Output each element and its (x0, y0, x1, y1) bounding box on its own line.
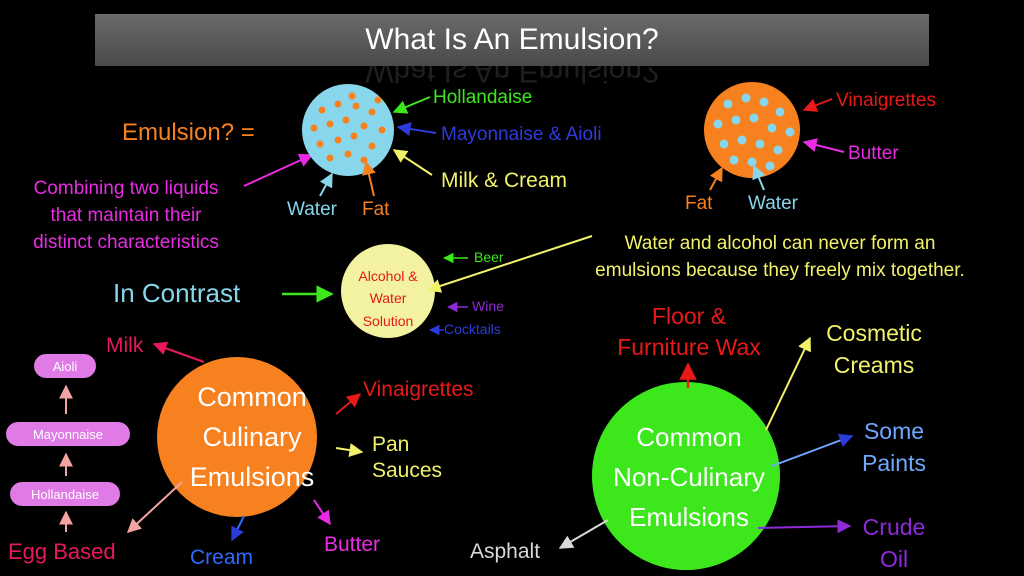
egg-chain-aioli-pill (34, 354, 96, 378)
egg-chain-hollandaise: Hollandaise (31, 487, 99, 502)
butter-top-arrow (802, 138, 845, 153)
alcohol-water-sphere (341, 244, 435, 338)
solution-line-3: Solution (363, 313, 414, 329)
non-culinary-item-furniture-wax: Furniture Wax (617, 334, 761, 360)
water-arrow-right (752, 164, 766, 191)
egg-based-arrow (126, 481, 183, 533)
non-culinary-title-line-3: Emulsions (629, 502, 749, 532)
egg-chain-aioli: Aioli (53, 359, 78, 374)
fat-arrow-right (709, 166, 723, 191)
culinary-item-butter: Butter (324, 533, 380, 556)
cream-arrow (231, 515, 245, 542)
non-culinary-item-floor: Floor & (652, 303, 726, 329)
water-label-left: Water (287, 199, 338, 220)
culinary-title-line-2: Culinary (202, 422, 302, 452)
culinary-item-egg-based: Egg Based (8, 539, 116, 564)
mayonnaise-arrow (396, 122, 437, 136)
contrast-note-line-1: Water and alcohol can never form an (625, 233, 936, 254)
title-bar: What Is An Emulsion? (95, 14, 929, 66)
fat-arrow-left (362, 160, 376, 197)
culinary-item-milk: Milk (106, 334, 144, 357)
definition-line-3: distinct characteristics (33, 232, 219, 253)
crude-oil-arrow (757, 519, 852, 534)
culinary-title-line-1: Common (197, 382, 307, 412)
vinaigrettes-top-arrow (802, 98, 833, 112)
non-culinary-title-line-2: Non-Culinary (613, 462, 765, 492)
definition-arrow (243, 153, 314, 187)
water-arrow-left (319, 172, 333, 197)
slide-title: What Is An Emulsion? (365, 23, 659, 56)
non-culinary-item-cosmetic: Cosmetic (826, 320, 922, 346)
non-culinary-item-asphalt: Asphalt (470, 540, 540, 563)
fat-label-left: Fat (362, 199, 390, 220)
solution-line-2: Water (370, 290, 407, 306)
water-label-right: Water (748, 193, 799, 214)
example-hollandaise: Hollandaise (433, 87, 532, 108)
culinary-item-pan: Pan (372, 433, 409, 456)
asphalt-arrow (558, 519, 609, 549)
definition-line-1: Combining two liquids (34, 178, 219, 199)
non-culinary-item-crude: Crude (863, 514, 926, 540)
solution-line-1: Alcohol & (358, 268, 418, 284)
egg-chain-hollandaise-pill (10, 482, 120, 506)
paints-arrow (771, 433, 854, 467)
non-culinary-item-oil: Oil (880, 546, 908, 572)
in-contrast-label: In Contrast (113, 278, 241, 308)
example-cocktails: Cocktails (444, 321, 501, 337)
non-culinary-title-line-1: Common (636, 422, 741, 452)
example-butter-top: Butter (848, 143, 899, 164)
butter-arrow (313, 499, 331, 526)
example-beer: Beer (474, 249, 504, 265)
culinary-item-cream: Cream (190, 546, 253, 569)
contrast-note-line-2: emulsions because they freely mix togeth… (595, 260, 965, 281)
cosmetic-arrow (765, 336, 811, 431)
hollandaise-arrow (392, 96, 431, 114)
milk-cream-arrow (392, 149, 433, 176)
fat-label-right: Fat (685, 193, 713, 214)
egg-chain-mayonnaise-pill (6, 422, 130, 446)
emulsion-definition-label: Emulsion? = (122, 119, 255, 146)
non-culinary-item-creams: Creams (834, 352, 915, 378)
non-culinary-item-paints: Paints (862, 450, 926, 476)
milk-arrow (152, 341, 205, 363)
culinary-title-line-3: Emulsions (190, 462, 315, 492)
egg-chain-mayonnaise: Mayonnaise (33, 427, 103, 442)
pan-sauces-arrow (335, 443, 364, 458)
vinaigrettes-arrow (335, 393, 362, 415)
non-culinary-sphere (592, 382, 780, 570)
culinary-sphere (157, 357, 317, 517)
example-mayonnaise-aioli: Mayonnaise & Aioli (441, 124, 602, 145)
example-vinaigrettes-top: Vinaigrettes (836, 90, 936, 111)
definition-line-2: that maintain their (50, 205, 202, 226)
water-droplets (713, 93, 795, 171)
example-wine: Wine (472, 298, 504, 314)
example-milk-cream: Milk & Cream (441, 169, 567, 192)
fat-droplets (310, 92, 386, 164)
oil-in-water-sphere (302, 84, 394, 176)
culinary-item-vinaigrettes: Vinaigrettes (363, 378, 474, 401)
contrast-note-arrow (426, 235, 593, 293)
culinary-item-sauces: Sauces (372, 459, 442, 482)
non-culinary-item-some: Some (864, 418, 924, 444)
